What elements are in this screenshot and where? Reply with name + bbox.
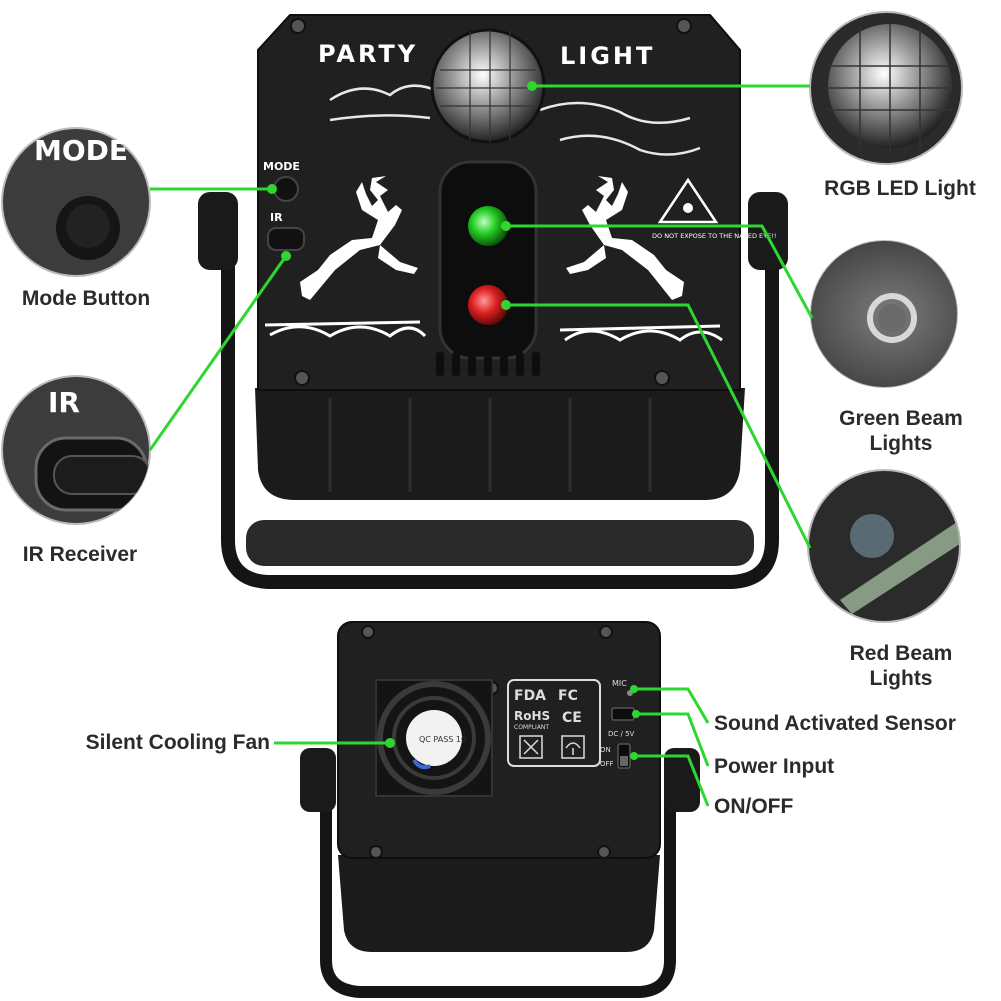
label-red-beam-line1: Red Beam [849, 642, 953, 665]
fan-hub [406, 710, 462, 766]
on-off-switch-knob [620, 756, 628, 766]
front-bracket-base [246, 520, 754, 566]
back-right-knob [664, 748, 700, 812]
deer-right-icon [566, 176, 684, 300]
laser-window [438, 160, 538, 360]
fan-ring-inner [392, 696, 476, 780]
off-text: OFF [600, 760, 614, 768]
fda-text: FDA [514, 688, 546, 704]
label-red-beam-line2: Lights [869, 667, 933, 690]
power-input-port[interactable] [611, 707, 635, 721]
zoom-ir-text: IR [48, 386, 80, 419]
label-power-input: Power Input [714, 755, 835, 778]
zoom-mode-button: MODE [1, 127, 151, 277]
fc-text: FC [558, 688, 578, 704]
back-lower-housing [338, 855, 660, 952]
brand-text-right: LIGHT [560, 42, 655, 70]
front-lower-housing [255, 388, 745, 500]
callout-line-onoff [634, 754, 710, 807]
label-ir-receiver: IR Receiver [22, 543, 138, 566]
label-rgb-led: RGB LED Light [824, 177, 976, 200]
front-housing-ribs [328, 398, 652, 492]
callout-line-green [506, 224, 814, 319]
zoom-red-beam [807, 469, 961, 623]
umbrella-shape [565, 742, 581, 755]
callout-line-ir [148, 255, 288, 451]
red-beam-lens [468, 285, 508, 325]
label-mode-button: Mode Button [21, 287, 151, 310]
fan-ring-outer [377, 681, 491, 795]
green-beam-lens [468, 206, 508, 246]
laser-warning-text: DO NOT EXPOSE TO THE NAKED EYE!! [652, 232, 776, 240]
cloud-decoration [329, 84, 701, 156]
zoom-ir-receiver: IR [1, 375, 151, 525]
back-bracket [320, 780, 676, 998]
mode-text: MODE [263, 160, 300, 173]
label-on-off: ON/OFF [714, 795, 794, 818]
mode-button[interactable] [273, 176, 299, 202]
ir-receiver-window [267, 227, 305, 251]
callout-dots [267, 81, 640, 760]
label-green-beam-line2: Lights [869, 432, 933, 455]
front-screws [290, 18, 692, 386]
fan-blue-mark [412, 758, 431, 770]
laser-warning-dot [683, 203, 693, 213]
front-left-knob [198, 192, 238, 270]
laser-warning-icon [657, 177, 719, 224]
callout-lines [148, 84, 814, 807]
front-vents [436, 352, 540, 376]
on-text: ON [600, 746, 611, 754]
brand-text-left: PARTY [318, 40, 418, 68]
grass-decoration [264, 320, 723, 342]
fan-sticker-text: QC PASS 10 [419, 735, 466, 744]
rohs-text: RoHS [514, 709, 550, 723]
callout-line-power [636, 712, 710, 767]
weee-bin-icon [519, 735, 543, 759]
callout-line-sound [634, 687, 710, 724]
zoom-mode-text: MODE [34, 134, 128, 167]
compliant-text: COMPLIANT [514, 724, 549, 731]
label-cooling-fan: Silent Cooling Fan [85, 731, 270, 754]
label-sound-sensor: Sound Activated Sensor [714, 712, 956, 735]
mic-text: MIC [612, 679, 627, 688]
front-device: PARTY LIGHT MODE IR DO NOT EXPOSE TO TH [198, 14, 788, 589]
label-green-beam-line1: Green Beam [839, 407, 963, 430]
dc-text: DC / 5V [608, 730, 635, 738]
deer-left-icon [300, 176, 418, 300]
zoom-rgb-led [809, 11, 963, 165]
ce-text: CE [562, 710, 582, 726]
ir-text: IR [270, 211, 283, 224]
back-device: QC PASS 10 FDA FC RoHS COMPLIANT CE MIC … [300, 621, 700, 998]
weee-cross [523, 739, 539, 755]
front-bracket [221, 210, 779, 589]
front-right-knob [748, 192, 788, 270]
callout-line-red [506, 303, 812, 549]
umbrella-icon [561, 735, 585, 759]
ball-facets [436, 30, 540, 142]
certification-box [507, 679, 601, 767]
zoom-green-beam [810, 240, 958, 388]
back-left-knob [300, 748, 336, 812]
